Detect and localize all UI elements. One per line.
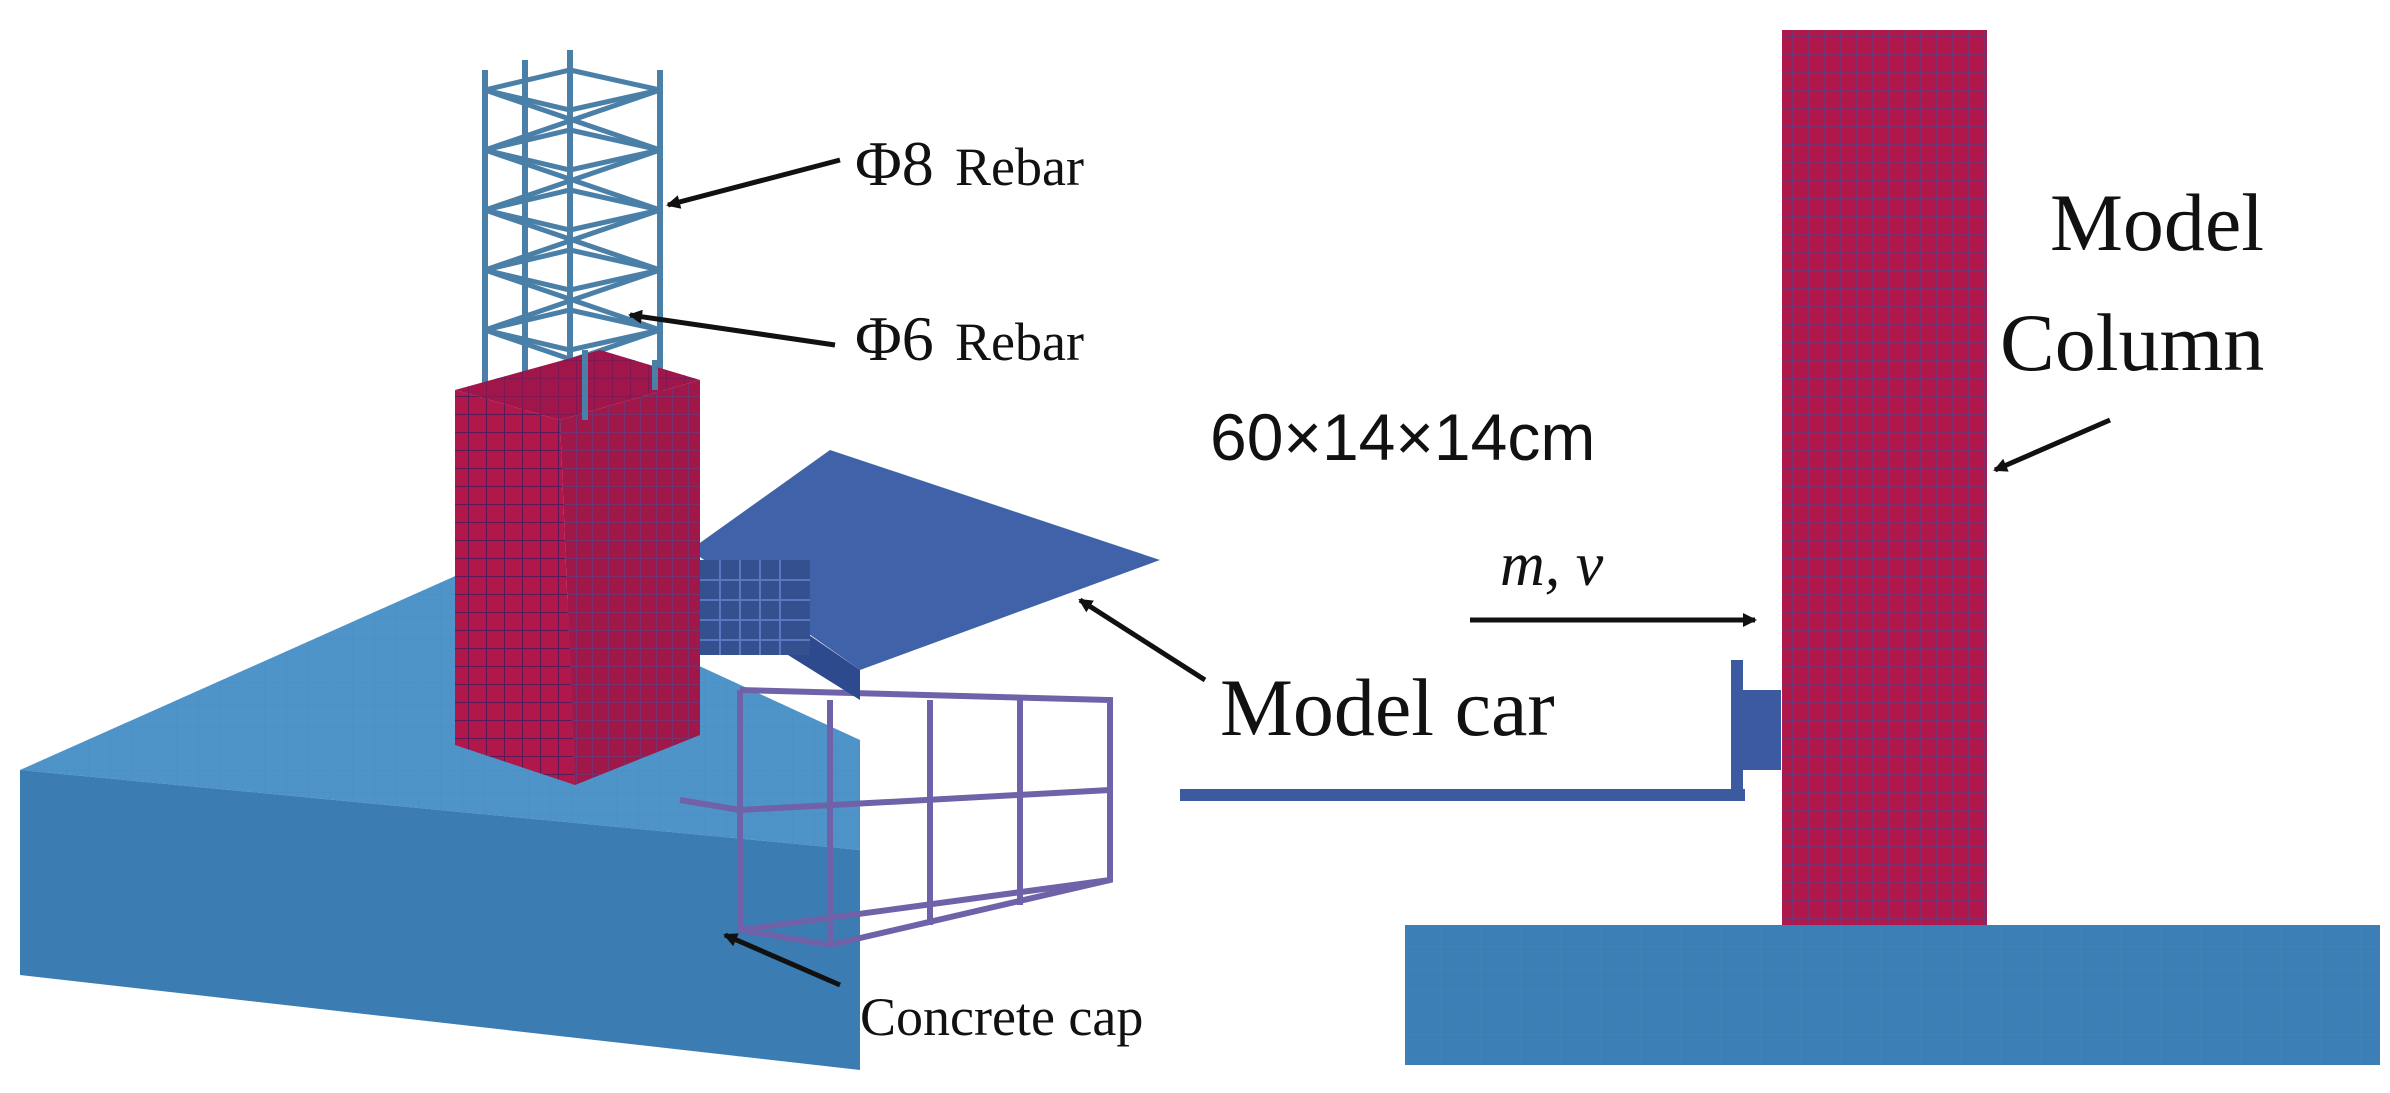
concrete-cap-arrow	[723, 932, 841, 988]
model-column-label-line1: Model	[2050, 177, 2264, 268]
side-car-block	[1743, 690, 1781, 770]
rebar8-arrow	[666, 157, 841, 209]
labels: Φ8 Rebar Φ6 Rebar Model car Concrete cap…	[855, 128, 2264, 1047]
left-3d-model	[20, 50, 1160, 1070]
impact-label: m, v	[1500, 531, 1604, 599]
car-frame-wireframe	[679, 687, 1113, 949]
concrete-cap-label: Concrete cap	[860, 987, 1143, 1047]
model-car-label: Model car	[1220, 662, 1555, 753]
model-car-arrow	[1078, 597, 1207, 683]
annotation-arrows	[628, 157, 2111, 988]
model-car	[690, 450, 1160, 700]
rebar8-label: Rebar	[955, 137, 1084, 197]
rebar6-symbol: Φ6	[855, 303, 934, 374]
model-column-label-line2: Column	[2000, 297, 2264, 388]
rebar8-symbol: Φ8	[855, 128, 934, 199]
concrete-cap	[20, 565, 860, 1070]
rebar6-label: Rebar	[955, 312, 1084, 372]
column-3d	[455, 350, 700, 785]
model-column-arrow	[1993, 417, 2111, 473]
rebar6-arrow	[628, 309, 836, 348]
rebar-tops	[582, 350, 658, 420]
right-side-view	[1180, 30, 2380, 1065]
rebar-cage	[482, 50, 663, 420]
dimension-label: 60×14×14cm	[1210, 400, 1595, 474]
